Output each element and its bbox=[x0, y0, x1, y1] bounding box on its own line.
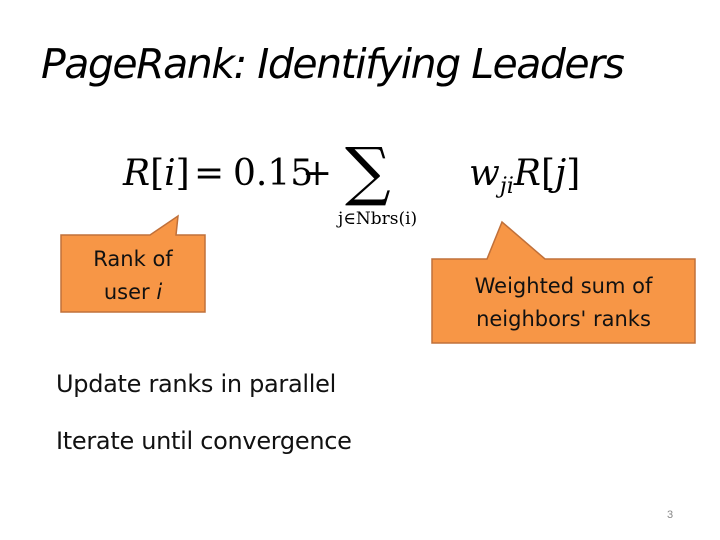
callout-weighted-sum: Weighted sum of neighbors' ranks bbox=[432, 270, 695, 336]
formula-equals: = bbox=[194, 153, 225, 194]
formula-lhs: R[i] bbox=[123, 156, 190, 192]
callout-weighted-sum-line2: neighbors' ranks bbox=[476, 307, 651, 331]
callout-rank-of-user-line2: user i bbox=[61, 276, 205, 309]
formula-lhs-symbol: R bbox=[123, 153, 151, 194]
callout-rank-of-user-line2-italic: i bbox=[156, 280, 163, 304]
bullet-iterate-convergence: Iterate until convergence bbox=[56, 427, 352, 455]
formula-weight-term: wjiR[j] bbox=[469, 156, 580, 197]
formula-rank-index: j bbox=[555, 153, 567, 194]
page-number: 3 bbox=[667, 509, 674, 521]
summation-index: j∈Nbrs(i) bbox=[338, 209, 418, 229]
callout-rank-of-user: Rank of user i bbox=[61, 243, 205, 309]
formula-rank-close-bracket: ] bbox=[566, 153, 581, 194]
formula-lhs-close-bracket: ] bbox=[175, 153, 190, 194]
formula-rank-open-bracket: [ bbox=[541, 153, 556, 194]
callout-rank-of-user-shape bbox=[60, 214, 206, 313]
slide-title: PageRank: Identifying Leaders bbox=[41, 40, 625, 88]
formula-lhs-open-bracket: [ bbox=[150, 153, 165, 194]
callout-weighted-sum-shape bbox=[431, 220, 696, 344]
formula-rank-symbol: R bbox=[513, 153, 541, 194]
summation-symbol: ∑ bbox=[345, 135, 391, 209]
callout-rank-of-user-line2-text: user bbox=[103, 280, 157, 304]
formula-lhs-index: i bbox=[164, 153, 176, 194]
callout-weighted-sum-line1: Weighted sum of bbox=[474, 274, 653, 298]
bullet-update-ranks: Update ranks in parallel bbox=[56, 370, 336, 398]
formula-weight-subscript: ji bbox=[499, 172, 514, 199]
formula-plus: + bbox=[302, 153, 333, 194]
formula-weight-symbol: w bbox=[469, 153, 500, 194]
formula-constant: 0.15 bbox=[233, 153, 314, 194]
callout-rank-of-user-line1: Rank of bbox=[93, 247, 173, 271]
